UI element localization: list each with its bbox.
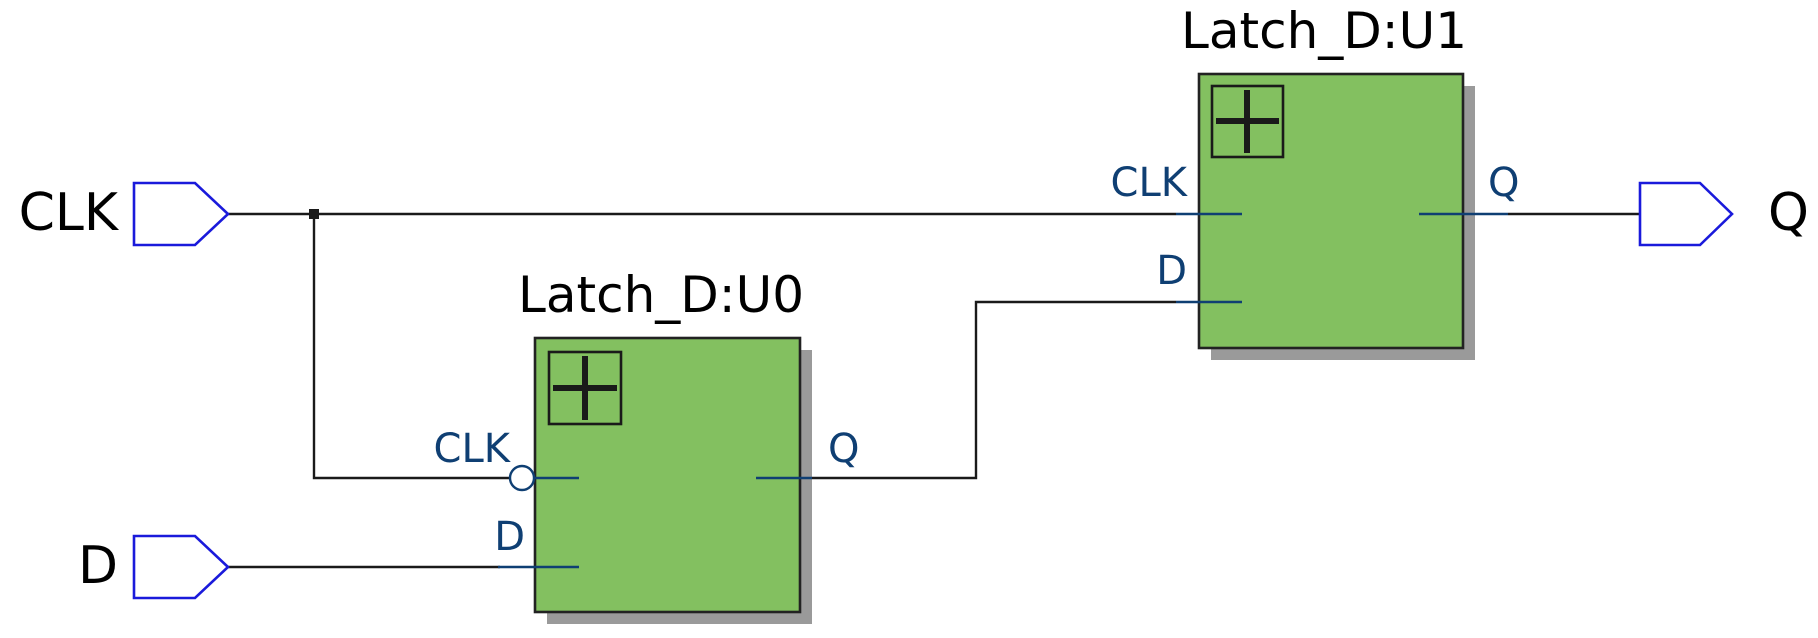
- instance-u1-pin-clk-label: CLK: [1111, 160, 1189, 206]
- instance-u0-body[interactable]: [533, 336, 802, 614]
- input-port-clk-shape[interactable]: [132, 181, 230, 247]
- output-port-q[interactable]: Q: [1638, 181, 1809, 247]
- instance-u1-expand-button[interactable]: [1210, 84, 1285, 159]
- instance-u0-pin-d-label: D: [494, 514, 525, 560]
- plus-icon[interactable]: [1210, 84, 1285, 159]
- instance-u0-pin-q-label: Q: [828, 426, 859, 472]
- output-port-q-label: Q: [1768, 183, 1809, 243]
- input-port-d-label: D: [78, 536, 118, 596]
- instance-u1-body[interactable]: [1197, 72, 1465, 350]
- instance-u1-name: Latch_D:U1: [1181, 2, 1467, 60]
- instance-u0-expand-button[interactable]: [547, 350, 623, 426]
- input-port-clk[interactable]: CLK: [19, 181, 230, 247]
- wire-junction: [309, 209, 319, 219]
- instance-u1-pin-q-label: Q: [1488, 160, 1519, 206]
- instance-u0-clk-inversion-bubble: [508, 464, 536, 492]
- output-port-q-shape[interactable]: [1638, 181, 1734, 247]
- instance-u0-name: Latch_D:U0: [518, 266, 804, 324]
- wire-clk-to-u0[interactable]: [312, 214, 510, 480]
- input-port-clk-label: CLK: [19, 183, 120, 243]
- instance-u0-pin-clk-label: CLK: [434, 426, 512, 472]
- plus-icon[interactable]: [547, 350, 623, 426]
- wire-u0q-to-u1d[interactable]: [812, 300, 1176, 480]
- instance-u0[interactable]: Latch_D:U0 CLK D Q: [434, 266, 860, 624]
- wires: [228, 209, 1640, 569]
- input-port-d-shape[interactable]: [132, 534, 230, 600]
- input-port-d[interactable]: D: [78, 534, 230, 600]
- instance-u1[interactable]: Latch_D:U1 CLK D Q: [1111, 2, 1520, 360]
- instance-u1-pin-d-label: D: [1156, 248, 1187, 294]
